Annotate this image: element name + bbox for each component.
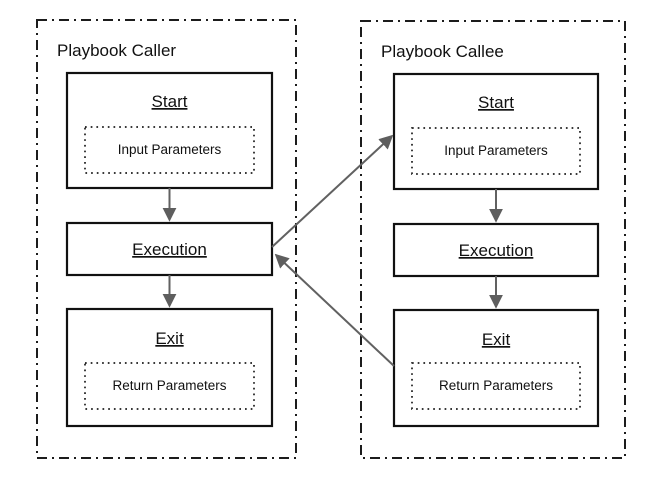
- callee-execution-box: [392, 222, 600, 278]
- caller-return-params-label: Return Parameters: [112, 378, 226, 393]
- callee-input-params-box: [411, 127, 581, 175]
- caller-start-label: Start: [152, 92, 188, 111]
- callee-input-params-label: Input Parameters: [444, 143, 548, 158]
- caller-exit-node: Exit Return Parameters: [65, 307, 274, 428]
- callee-exit-box: [392, 308, 600, 428]
- callee-execution-node: Execution: [392, 222, 600, 278]
- caller-container: Playbook Caller Start Input Parameters E…: [36, 19, 297, 459]
- callee-return-params-label: Return Parameters: [439, 378, 553, 393]
- callee-execution-label: Execution: [459, 241, 534, 260]
- caller-execution-node: Execution: [65, 221, 274, 277]
- callee-return-params-box: [411, 362, 581, 410]
- callee-exit-node: Exit Return Parameters: [392, 308, 600, 428]
- callee-start-node: Start Input Parameters: [392, 72, 600, 191]
- arrow-return-callee-exit-to-caller-execution: [274, 253, 395, 367]
- callee-start-box: [392, 72, 600, 191]
- arrow-call-caller-execution-to-callee-start: [271, 134, 394, 248]
- callee-container-title: Playbook Callee: [381, 42, 504, 61]
- caller-exit-box: [65, 307, 274, 428]
- caller-input-params-label: Input Parameters: [118, 142, 222, 157]
- callee-start-label: Start: [478, 93, 514, 112]
- caller-execution-box: [65, 221, 274, 277]
- callee-container: Playbook Callee Start Input Parameters E…: [360, 20, 626, 459]
- callee-exit-label: Exit: [482, 330, 511, 349]
- caller-start-node: Start Input Parameters: [65, 71, 274, 190]
- callee-container-border: [360, 20, 626, 459]
- caller-container-border: [36, 19, 297, 459]
- caller-exit-label: Exit: [155, 329, 184, 348]
- caller-start-box: [65, 71, 274, 190]
- caller-container-title: Playbook Caller: [57, 41, 176, 60]
- caller-execution-label: Execution: [132, 240, 207, 259]
